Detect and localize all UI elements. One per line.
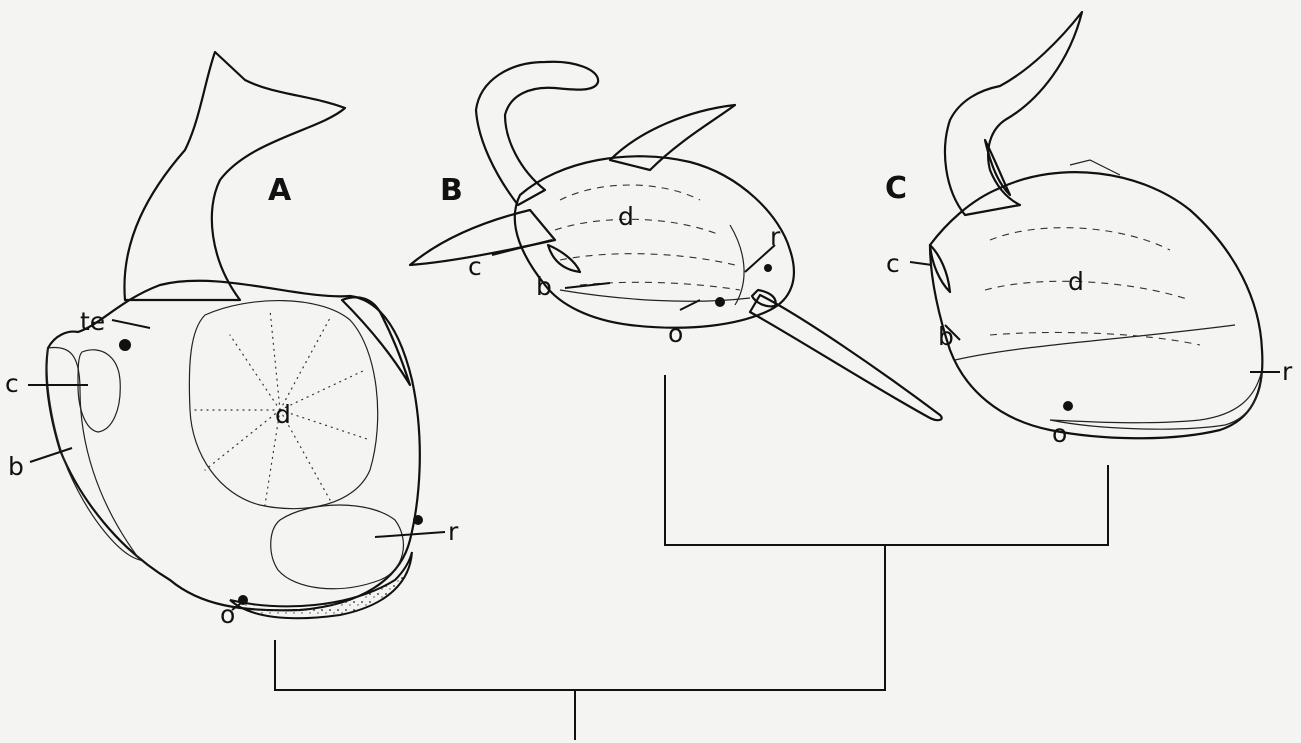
fish-a-rostral-plate [271, 505, 404, 589]
fish-a-tail [124, 52, 345, 300]
fish-a-rim [230, 552, 412, 618]
fish-c-tail [945, 12, 1082, 215]
fish-b-label-o: o [668, 319, 683, 348]
fish-c-orbit [1063, 401, 1073, 411]
fish-c-label-r: r [1282, 357, 1293, 386]
fish-b-label-c: c [468, 252, 482, 281]
fish-b-cornual-spine [410, 210, 555, 265]
fish-c: C c d b r o [885, 12, 1293, 448]
clade-bc [665, 375, 1108, 545]
fish-a-letter: A [268, 173, 292, 208]
fish-a-label-b: b [8, 452, 24, 481]
fish-a-label-d: d [275, 400, 291, 429]
fish-b-label-d: d [618, 202, 634, 231]
fish-a-cornual-plate [78, 350, 120, 432]
fish-a-label-c: c [5, 369, 19, 398]
fish-c-label-c: c [886, 249, 900, 278]
fish-b-rostrum [750, 295, 942, 420]
fish-c-label-b: b [938, 322, 954, 351]
fish-b-body [515, 156, 794, 327]
fish-a: A te c b d r o [5, 52, 459, 629]
fish-b-plate-pattern [555, 185, 740, 290]
fish-b: B d r c b o [410, 62, 942, 420]
fish-b-orbit [715, 297, 725, 307]
fish-c-label-d: d [1068, 267, 1084, 296]
fish-b-label-b: b [536, 272, 552, 301]
fish-a-label-o: o [220, 600, 235, 629]
fish-c-rostral-plate [1050, 370, 1262, 429]
fish-b-letter: B [440, 173, 463, 208]
fish-b-dorsal-spine [610, 105, 735, 170]
fish-c-label-o: o [1052, 419, 1067, 448]
fish-c-plate-pattern [985, 228, 1200, 345]
fish-c-letter: C [885, 171, 907, 206]
clade-abc [275, 545, 885, 690]
fish-a-label-te: te [80, 307, 105, 336]
fish-a-label-r: r [448, 517, 459, 546]
fish-b-label-r: r [770, 222, 781, 251]
cladogram [275, 375, 1108, 740]
